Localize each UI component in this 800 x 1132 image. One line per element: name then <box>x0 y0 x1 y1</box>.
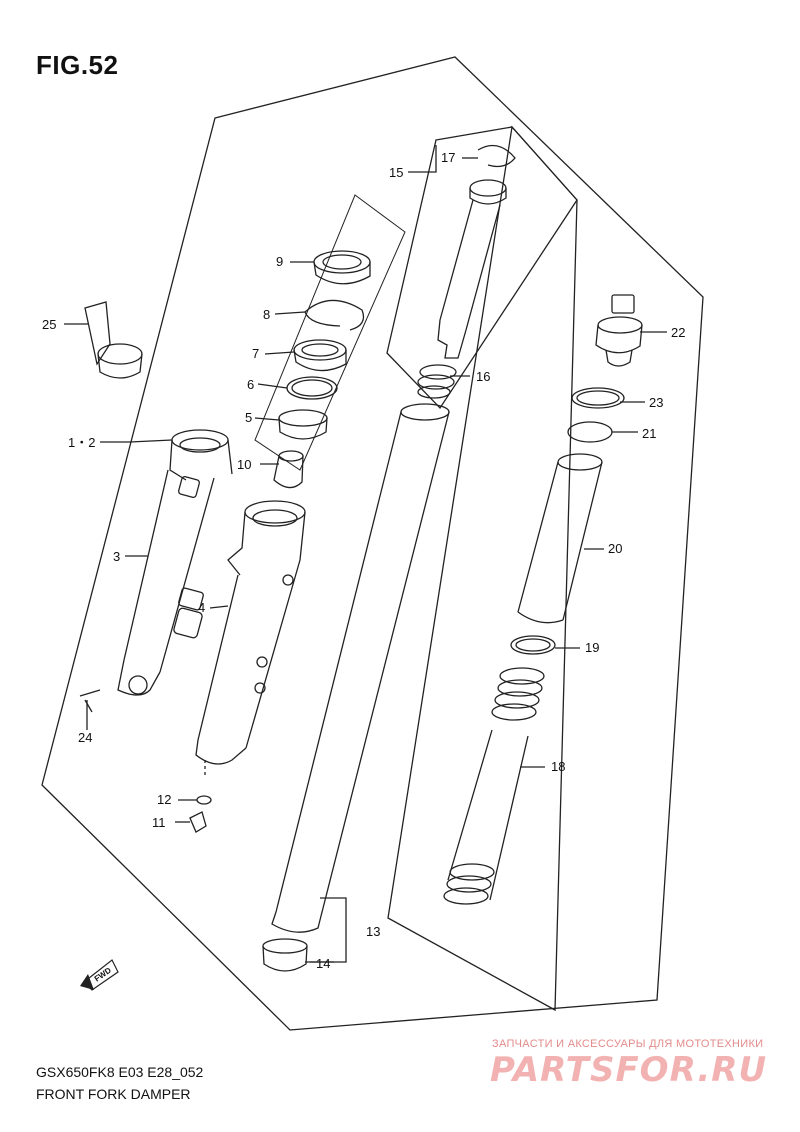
part-21-washer <box>567 421 613 443</box>
callout-14: 14 <box>316 956 330 971</box>
callout-5: 5 <box>245 410 252 425</box>
model-code: GSX650FK8 E03 E28_052 <box>36 1064 204 1080</box>
watermark-tagline: ЗАПЧАСТИ И АКСЕССУАРЫ ДЛЯ МОТОТЕХНИКИ <box>492 1038 764 1050</box>
figure-caption: FRONT FORK DAMPER <box>36 1086 191 1102</box>
callout-4: 4 <box>198 600 205 615</box>
part-4-outer-tube <box>195 500 306 775</box>
part-22-cap-bolt <box>595 294 643 367</box>
callout-18: 18 <box>551 759 565 774</box>
part-7-oil-seal <box>293 339 347 372</box>
part-3-outer-tube <box>117 429 233 696</box>
assembly-frame-outer <box>41 56 704 1031</box>
callout-10: 10 <box>237 457 251 472</box>
part-24-bolt <box>79 689 101 713</box>
callout-7: 7 <box>252 346 259 361</box>
callout-22: 22 <box>671 325 685 340</box>
callout-16: 16 <box>476 369 490 384</box>
part-11-drain-bolt <box>189 811 207 833</box>
watermark-logo: PARTSFOR.RU <box>490 1050 768 1090</box>
fwd-arrow-icon: FWD <box>80 959 119 991</box>
callout-11: 11 <box>152 815 166 830</box>
callout-6: 6 <box>247 377 254 392</box>
callout-1-2: 1・2 <box>68 435 95 450</box>
callout-12: 12 <box>157 792 171 807</box>
callout-9: 9 <box>276 254 283 269</box>
callout-24: 24 <box>78 730 92 745</box>
part-19-washer <box>510 635 556 655</box>
part-23-o-ring <box>571 387 625 409</box>
part-13-inner-tube <box>271 403 450 933</box>
callout-21: 21 <box>642 426 656 441</box>
assembly-frame-15 <box>386 126 578 410</box>
callout-17: 17 <box>441 150 455 165</box>
part-9-dust-seal <box>313 250 371 285</box>
part-10-collar <box>273 450 304 489</box>
callout-15: 15 <box>389 165 403 180</box>
callout-20: 20 <box>608 541 622 556</box>
part-17-circlip <box>477 144 516 168</box>
part-15-damper-rod <box>437 179 507 359</box>
part-14-slide-bushing <box>262 938 308 972</box>
part-5-bushing <box>278 409 328 440</box>
callout-19: 19 <box>585 640 599 655</box>
callout-8: 8 <box>263 307 270 322</box>
part-16-spring <box>417 364 457 399</box>
part-12-washer <box>196 795 212 805</box>
assembly-frame-seals <box>254 194 406 471</box>
callout-13: 13 <box>366 924 380 939</box>
callout-3: 3 <box>113 549 120 564</box>
part-8-clip <box>304 299 365 331</box>
figure-title: FIG.52 <box>36 50 119 80</box>
part-20-spacer <box>517 453 603 624</box>
part-25-boot <box>84 301 143 379</box>
callout-23: 23 <box>649 395 663 410</box>
callout-25: 25 <box>42 317 56 332</box>
part-18-spring <box>443 667 545 905</box>
